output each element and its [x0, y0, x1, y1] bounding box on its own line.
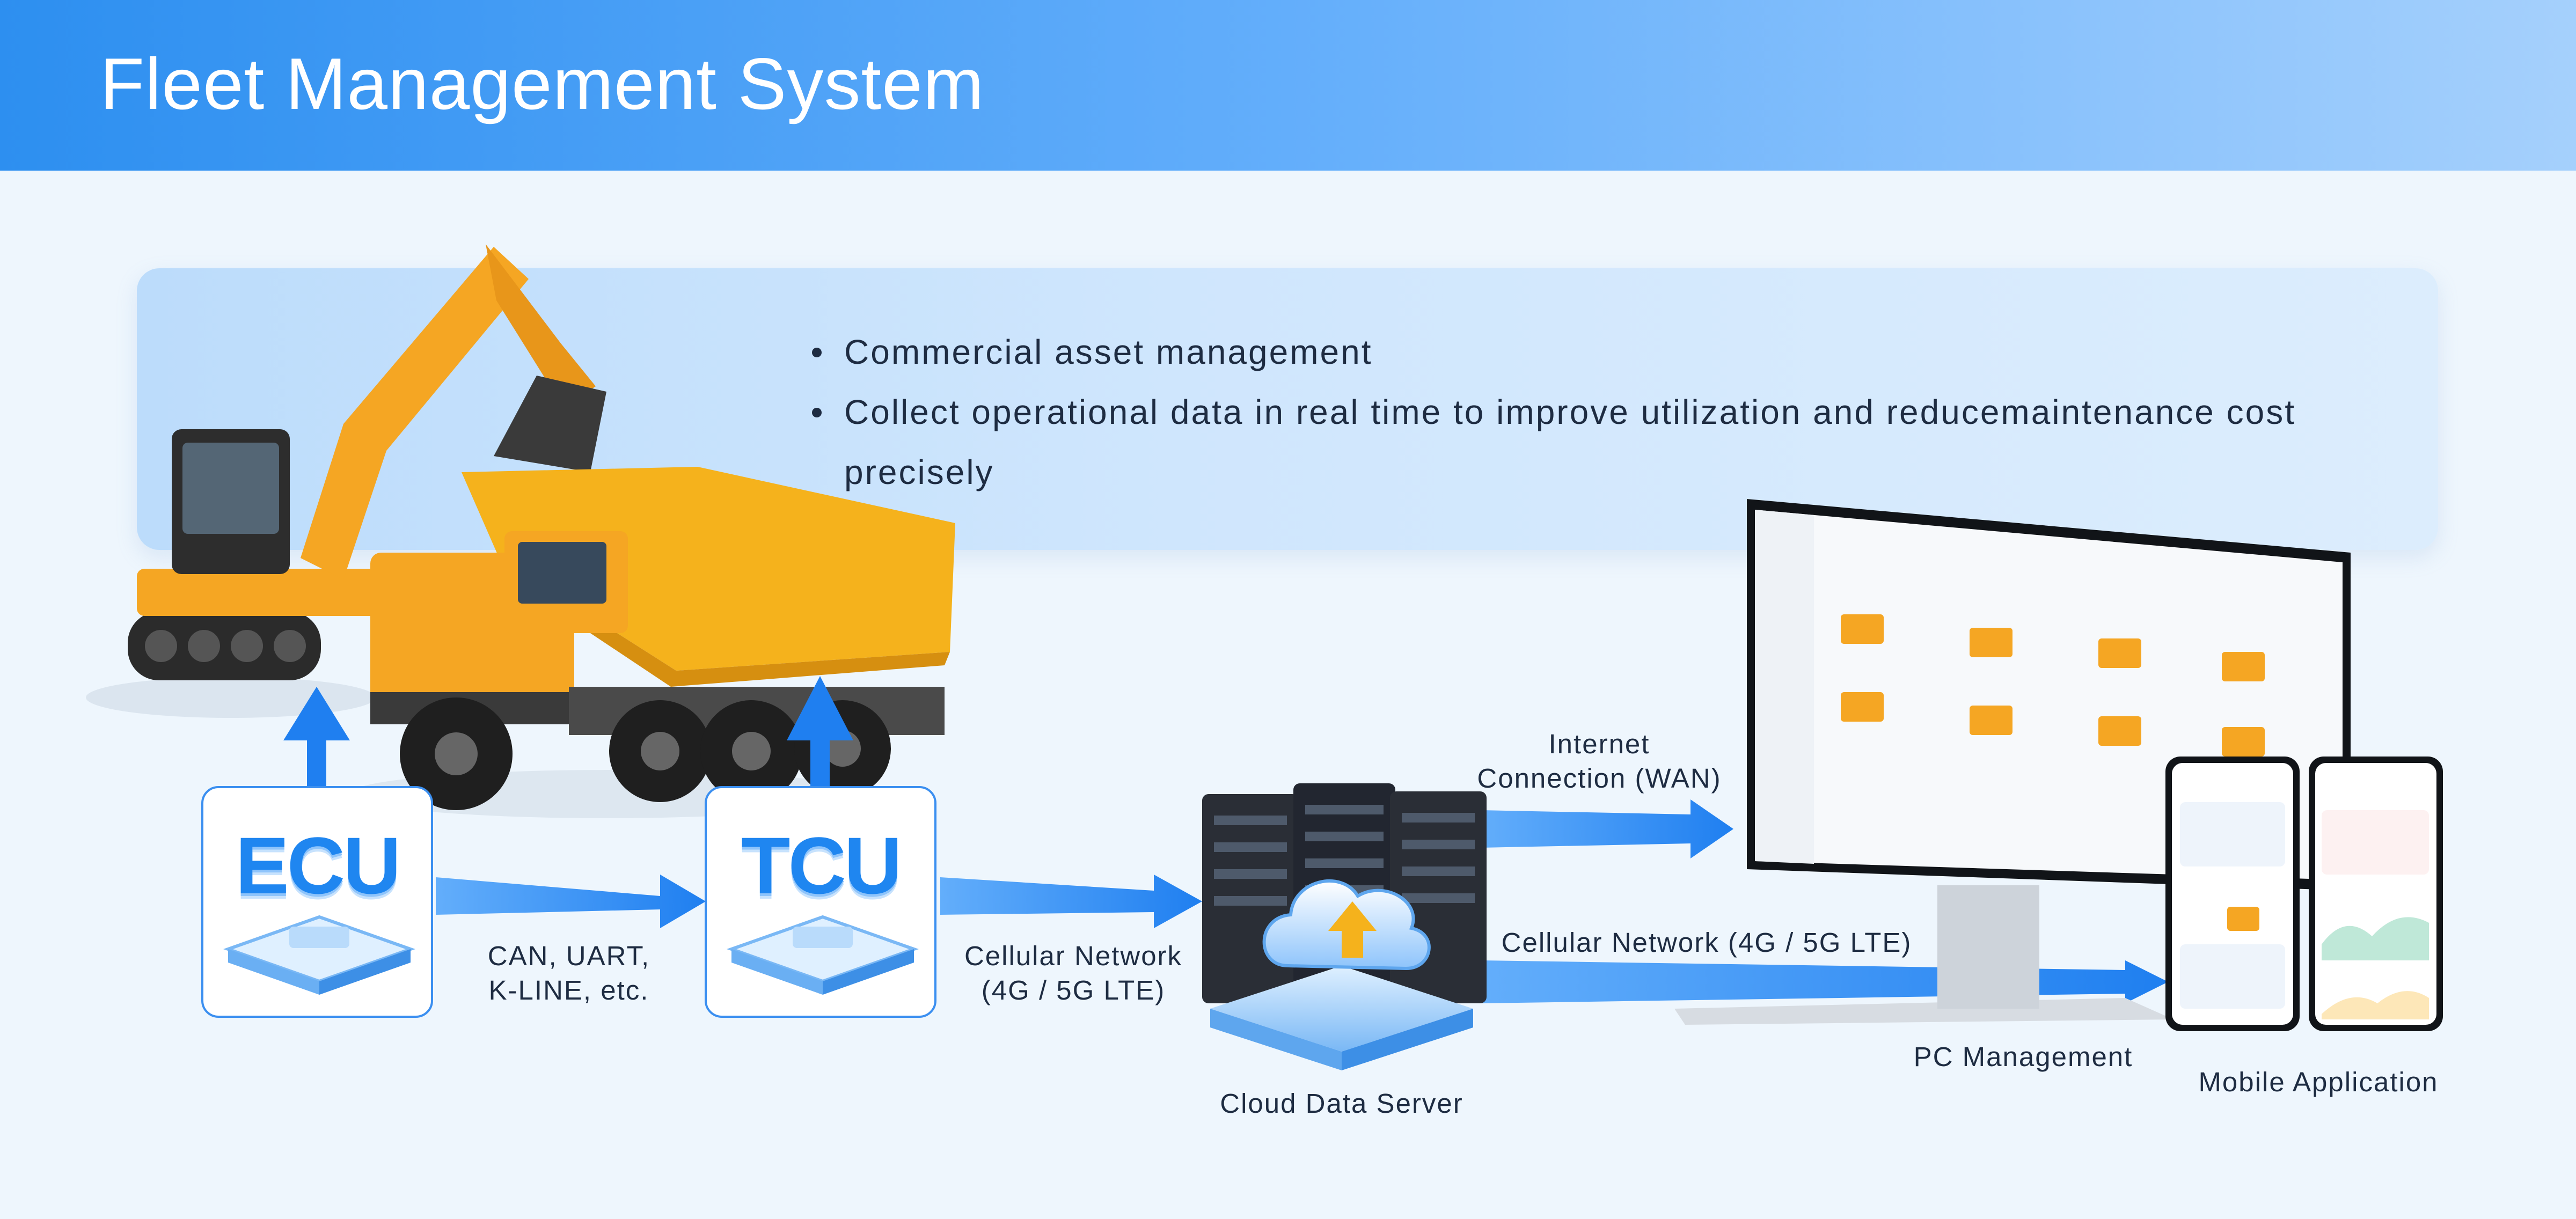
tcu-cloud-link-line1: Cellular Network	[964, 941, 1183, 971]
excavator-illustration	[86, 244, 606, 718]
cloud-pc-link-line1: Internet	[1548, 729, 1650, 759]
ecu-label: ECU	[235, 820, 401, 910]
tcu-module-card: TCU	[705, 786, 936, 1018]
ecu-tcu-link-line2: K-LINE, etc.	[488, 975, 649, 1005]
tcu-chip-icon	[726, 915, 919, 995]
tcu-label: TCU	[741, 820, 902, 910]
cloud-mobile-link-line1: Cellular Network (4G / 5G LTE)	[1501, 927, 1912, 958]
ecu-to-tcu-arrow	[436, 875, 706, 928]
tcu-to-cloud-arrow	[940, 875, 1202, 928]
tcu-cloud-link-label: Cellular Network (4G / 5G LTE)	[945, 939, 1202, 1008]
ecu-module-card: ECU	[201, 786, 433, 1018]
tcu-to-truck-arrow	[787, 676, 853, 787]
header-banner: Fleet Management System	[0, 0, 2576, 171]
cloud-pc-link-label: Internet Connection (WAN)	[1460, 727, 1739, 796]
cloud-server-label: Cloud Data Server	[1220, 1088, 1463, 1119]
page-title: Fleet Management System	[100, 43, 985, 124]
dump-truck-illustration	[349, 467, 955, 818]
tcu-cloud-link-line2: (4G / 5G LTE)	[981, 975, 1166, 1005]
info-bullet-list: Commercial asset management Collect oper…	[808, 322, 2407, 502]
ecu-tcu-link-line1: CAN, UART,	[487, 941, 650, 971]
info-bullet-realtime: Collect operational data in real time to…	[808, 382, 2407, 502]
cloud-to-pc-arrow	[1481, 799, 1733, 858]
cloud-to-mobile-arrow	[1481, 960, 2168, 1003]
mobile-application-label: Mobile Application	[2198, 1067, 2439, 1097]
cloud-pc-link-line2: Connection (WAN)	[1477, 763, 1722, 794]
cloud-mobile-link-label: Cellular Network (4G / 5G LTE)	[1487, 926, 1927, 960]
pc-management-label: PC Management	[1913, 1041, 2133, 1072]
cloud-server-illustration	[1202, 783, 1487, 1070]
ecu-chip-icon	[223, 915, 416, 995]
info-bullet-asset: Commercial asset management	[808, 322, 2407, 382]
ecu-to-excavator-arrow	[283, 687, 350, 787]
mobile-phones-illustration	[2165, 757, 2443, 1031]
ecu-tcu-link-label: CAN, UART, K-LINE, etc.	[445, 939, 692, 1008]
